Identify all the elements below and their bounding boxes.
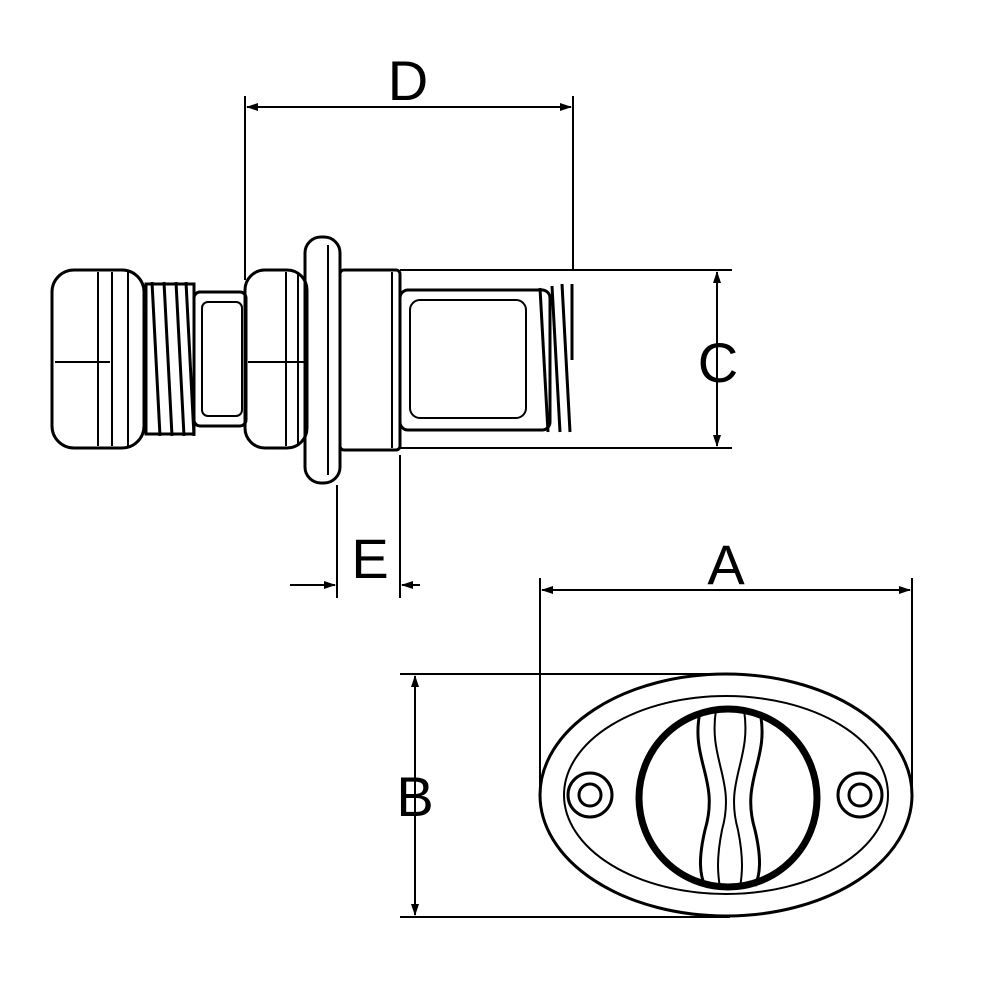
label-e: E [351,527,388,590]
nut [243,268,309,450]
flange [303,235,342,485]
screw-hole-left [566,771,614,819]
label-c: C [698,331,738,394]
dimension-d [244,96,574,280]
strainer-tube [398,288,552,432]
front-view-part [538,672,914,918]
screw-hole-right [836,771,884,819]
side-view-part [50,235,574,485]
knob [635,705,821,891]
dimension-a [539,578,913,790]
cap [50,268,146,450]
knob-grip [696,709,764,889]
dimension-b [400,673,730,918]
label-b: B [396,765,433,828]
dimension-e [290,455,420,598]
threads-left [144,281,196,437]
label-a: A [707,533,745,596]
label-d: D [388,49,428,112]
dimension-c [400,269,732,449]
threads-right [538,283,574,433]
outer-flange [538,672,914,918]
